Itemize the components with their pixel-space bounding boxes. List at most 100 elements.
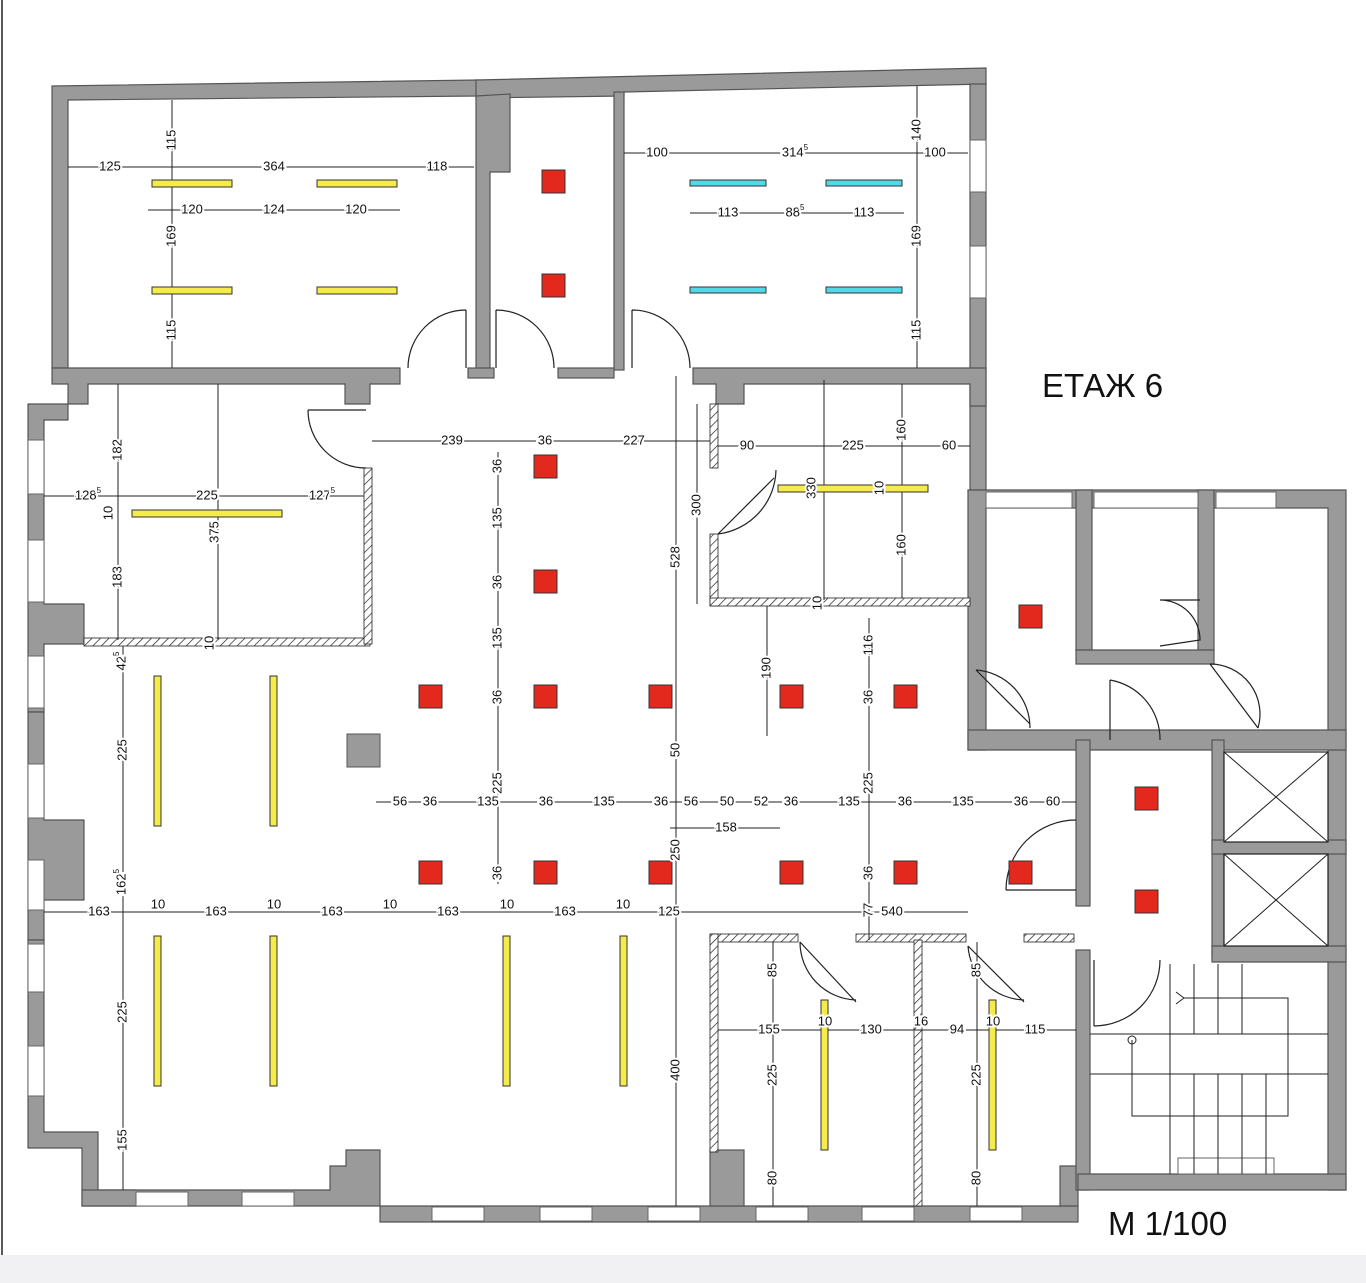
dimension-label: 135	[838, 793, 860, 808]
dimension-label: 528	[667, 546, 682, 568]
dimension-label: 36	[489, 866, 504, 880]
dimension-label: 225	[196, 487, 218, 502]
dimension-label: 36	[654, 793, 668, 808]
dimension-label: 140	[908, 119, 923, 141]
dimension-label: 36	[539, 793, 553, 808]
dimension-label: 3145	[782, 143, 809, 159]
dimension-label: 225	[114, 1001, 129, 1023]
scale-label: M 1/100	[1108, 1205, 1227, 1242]
dimension-lines	[44, 86, 1076, 1206]
dimension-label: 364	[263, 158, 285, 173]
dimension-label: 10	[500, 896, 514, 911]
dimension-label: 125	[658, 903, 680, 918]
dimension-label: 115	[1025, 1021, 1046, 1036]
dimension-label: 135	[489, 507, 504, 529]
dimension-label: 125	[99, 158, 121, 173]
dimension-label: 425	[112, 651, 128, 670]
dimension-label: 182	[109, 439, 124, 461]
dimension-label: 36	[489, 575, 504, 589]
dimension-label: 160	[893, 534, 908, 556]
dimension-label: 135	[593, 793, 615, 808]
dimension-label: 120	[181, 201, 203, 216]
dimension-label: 36	[538, 432, 552, 447]
linear-lights-yellow	[131, 179, 997, 1151]
dimension-label: 225	[114, 739, 129, 761]
dimension-label: 36	[489, 690, 504, 704]
dimension-label: 1625	[112, 868, 128, 895]
dimension-label: 50	[720, 793, 734, 808]
dimension-label: 10	[267, 896, 281, 911]
dimension-label: 163	[554, 903, 576, 918]
dimension-label: 10	[818, 1013, 832, 1028]
dimension-label: 50	[667, 743, 682, 757]
dimension-label-superscript: 5	[331, 486, 336, 495]
dimension-label: 225	[842, 437, 864, 452]
dimension-label: 36	[784, 793, 798, 808]
dimension-label: 113	[854, 204, 875, 219]
dimension-label-superscript: 5	[800, 203, 805, 212]
dimension-label: 115	[908, 320, 923, 341]
dimension-label: 169	[163, 225, 178, 247]
dimension-label: 225	[764, 1064, 779, 1086]
floor-label: ЕТАЖ 6	[1042, 367, 1163, 404]
dimension-label: 163	[321, 903, 343, 918]
dimension-label: 130	[860, 1021, 882, 1036]
dimension-label: 56	[393, 793, 407, 808]
dimension-label: 10	[151, 896, 165, 911]
dimension-label: 158	[715, 819, 737, 834]
dimension-label: 100	[924, 144, 946, 159]
dimension-label: 135	[477, 793, 499, 808]
square-lights-red	[418, 169, 1159, 914]
dimension-label: 169	[908, 225, 923, 247]
dimension-label-superscript: 5	[97, 486, 102, 495]
dimension-label: 60	[942, 437, 956, 452]
doors	[307, 309, 1261, 1027]
dimension-label: 225	[968, 1064, 983, 1086]
dimension-label: 330	[803, 477, 818, 499]
dimension-label: 400	[667, 1059, 682, 1081]
structural-column	[346, 733, 381, 768]
dimension-label-superscript: 5	[112, 868, 121, 873]
dimension-label: 85	[764, 963, 779, 977]
linear-lights-cyan	[689, 179, 903, 294]
dimension-label: 113	[718, 204, 739, 219]
dimension-label: 135	[952, 793, 974, 808]
dimension-label: 183	[109, 566, 124, 588]
dimension-label: 10	[809, 596, 824, 610]
dimension-label: 10	[383, 896, 397, 911]
dimension-label: 120	[345, 201, 367, 216]
dimension-label-superscript: 5	[112, 651, 121, 656]
dimension-label: 160	[893, 419, 908, 441]
dimension-label: 36	[860, 690, 875, 704]
hatched-partitions	[83, 403, 1075, 1207]
dimension-label: 36	[1014, 793, 1028, 808]
dimension-label: 10	[100, 506, 115, 520]
dimension-label: 90	[740, 437, 754, 452]
dimension-label: 36	[489, 459, 504, 473]
dimension-label: 118	[427, 158, 448, 173]
dimension-label: 85	[968, 963, 983, 977]
dimension-label: 36	[423, 793, 437, 808]
dimension-label: 225	[860, 772, 875, 794]
dimension-label: 163	[437, 903, 459, 918]
dimension-label: 225	[489, 772, 504, 794]
dimension-label: 116	[860, 635, 875, 656]
dimension-label: 80	[968, 1171, 983, 1185]
dimension-label: 163	[88, 903, 110, 918]
dimension-label: 375	[206, 521, 221, 543]
page-footer-band	[0, 1255, 1366, 1283]
dimension-label-superscript: 5	[804, 143, 809, 152]
dimension-label: 1285	[75, 486, 102, 502]
dimension-label: 540	[881, 903, 903, 918]
dimension-label: 94	[950, 1021, 964, 1036]
staircase	[1090, 964, 1328, 1174]
dimension-label: 10	[616, 896, 630, 911]
dimension-label: 155	[114, 1129, 129, 1151]
dimension-label: 155	[758, 1021, 780, 1036]
dimension-label: 885	[786, 203, 805, 219]
dimension-label: 135	[489, 627, 504, 649]
dimension-label: 56	[684, 793, 698, 808]
dimension-label: 190	[758, 657, 773, 679]
